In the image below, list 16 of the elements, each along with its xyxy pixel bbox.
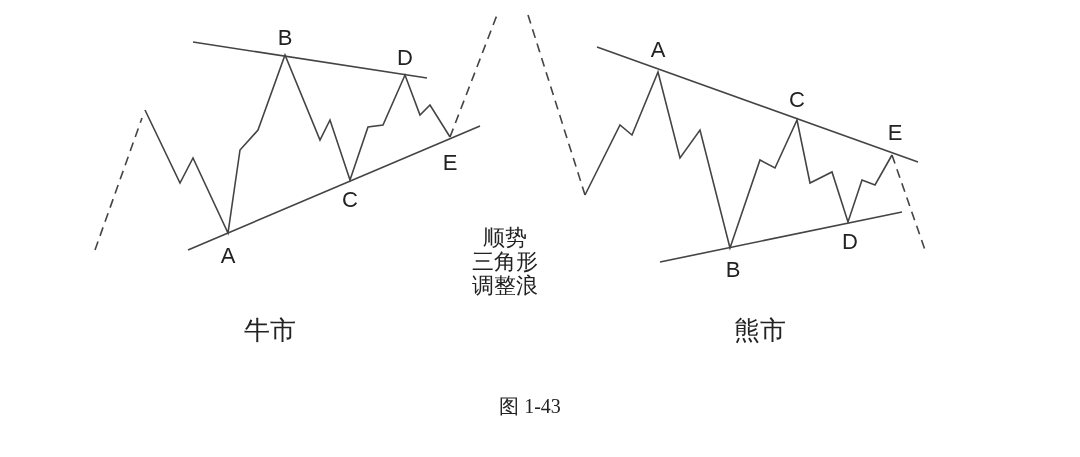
wave-point-label: E	[442, 152, 458, 174]
wave-point-label: B	[725, 259, 741, 281]
wave-point-label: A	[650, 39, 666, 61]
wave-point-label: D	[842, 231, 858, 253]
figure-caption: 图 1-43	[499, 396, 561, 416]
pattern-label: 三角形	[472, 251, 538, 273]
wave-point-label: A	[220, 245, 236, 267]
wave-point-label: B	[277, 27, 293, 49]
market-label: 熊市	[734, 317, 786, 343]
pattern-label: 顺势	[483, 227, 527, 249]
pattern-label: 调整浪	[472, 275, 538, 297]
wave-point-label: D	[397, 47, 413, 69]
wave-point-label: E	[887, 122, 903, 144]
market-label: 牛市	[244, 317, 296, 343]
wave-point-label: C	[789, 89, 805, 111]
wave-point-label: C	[342, 189, 358, 211]
